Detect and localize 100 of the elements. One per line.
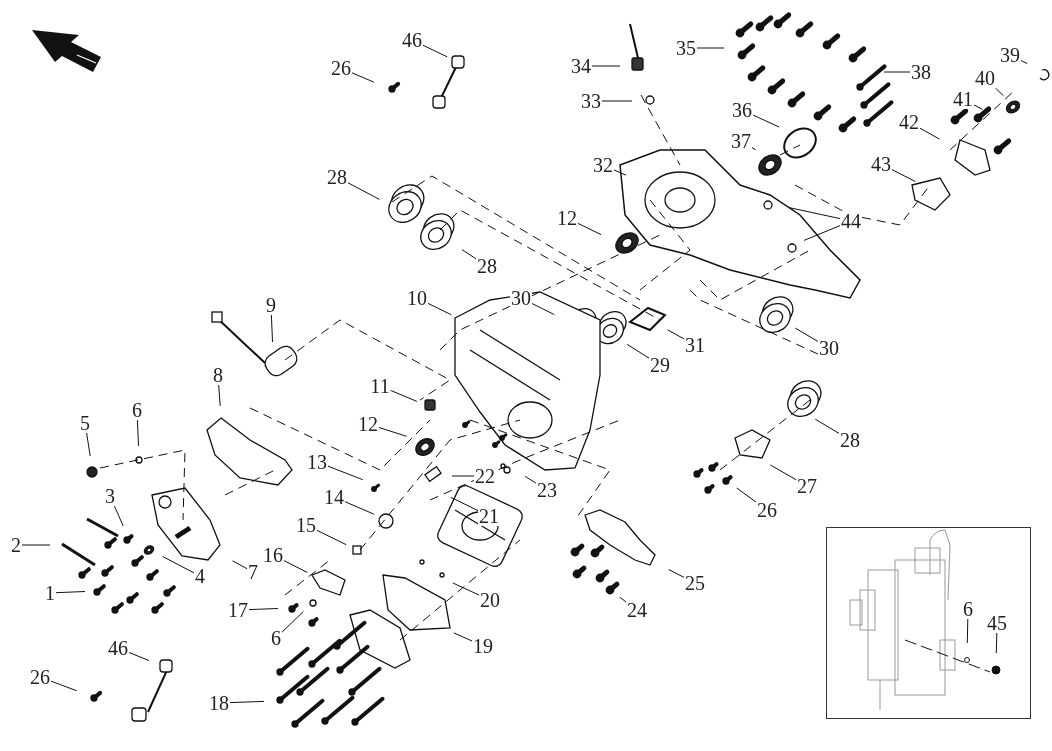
callout-number: 38	[910, 62, 932, 82]
leader-line	[803, 225, 841, 241]
leader-line	[769, 464, 797, 481]
leader-line	[422, 44, 448, 58]
leader-line	[601, 100, 633, 102]
leader-line	[696, 47, 725, 49]
callout-number: 15	[295, 515, 317, 535]
callout-number: 44	[840, 211, 862, 231]
callout-number: 39	[999, 45, 1021, 65]
leader-line	[327, 465, 364, 481]
callout-number: 20	[479, 590, 501, 610]
leader-line	[966, 618, 969, 644]
leader-line	[450, 496, 479, 512]
leader-line	[524, 475, 537, 484]
callout-number: 1	[44, 583, 56, 603]
callout-number: 31	[684, 335, 706, 355]
callout-number: 16	[262, 545, 284, 565]
leader-line	[736, 487, 757, 503]
leader-line	[316, 529, 347, 546]
leader-line	[378, 427, 408, 437]
callout-number: 12	[357, 414, 379, 434]
callout-number: 21	[478, 506, 500, 526]
callout-number: 28	[326, 167, 348, 187]
callout-number: 30	[510, 288, 532, 308]
leader-line	[270, 314, 273, 343]
callout-number: 5	[79, 413, 91, 433]
leader-line	[613, 169, 627, 176]
callout-number: 46	[401, 30, 423, 50]
callout-number: 17	[227, 600, 249, 620]
callout-number: 2	[10, 535, 22, 555]
callout-number: 9	[265, 295, 277, 315]
callout-number: 28	[476, 256, 498, 276]
callout-number: 4	[194, 566, 206, 586]
leader-line	[229, 700, 265, 704]
callout-number: 26	[330, 58, 352, 78]
callout-number: 6	[131, 400, 143, 420]
callout-number: 42	[898, 112, 920, 132]
leader-line	[591, 65, 621, 67]
leader-line	[973, 104, 983, 110]
leader-line	[1020, 60, 1028, 65]
leader-line	[136, 419, 139, 447]
leader-line	[994, 87, 1004, 97]
leader-line	[232, 560, 248, 570]
callout-number: 32	[592, 155, 614, 175]
leader-line	[452, 582, 480, 596]
leader-line	[128, 652, 150, 661]
callout-number: 26	[756, 500, 778, 520]
callout-number: 22	[474, 466, 496, 486]
leader-line	[668, 569, 685, 578]
callout-number: 18	[208, 693, 230, 713]
callout-number: 41	[952, 89, 974, 109]
leader-line	[626, 343, 650, 359]
leader-line	[752, 114, 780, 128]
callout-number: 3	[104, 486, 116, 506]
leader-line	[351, 72, 375, 83]
callout-number: 33	[580, 91, 602, 111]
callout-number: 35	[675, 38, 697, 58]
leader-line	[21, 544, 51, 546]
callout-number: 27	[796, 476, 818, 496]
callout-number: 8	[212, 365, 224, 385]
callout-number: 12	[556, 208, 578, 228]
callout-number: 30	[818, 338, 840, 358]
leader-line	[451, 475, 475, 477]
leader-line	[283, 560, 308, 573]
leader-line	[814, 418, 840, 434]
leader-line	[619, 596, 627, 603]
inset-frame	[826, 527, 1031, 719]
callout-number: 13	[306, 452, 328, 472]
callout-number: 37	[730, 131, 752, 151]
leader-line	[347, 182, 380, 200]
leader-line	[667, 329, 685, 340]
callout-number: 29	[649, 355, 671, 375]
leader-line	[453, 632, 473, 642]
callout-number: 40	[974, 68, 996, 88]
callout-number: 36	[731, 100, 753, 120]
leader-line	[113, 505, 124, 527]
leader-line	[751, 147, 757, 151]
callout-number: 28	[839, 430, 861, 450]
leader-line	[461, 249, 477, 260]
leader-line	[50, 680, 78, 692]
leader-line	[390, 389, 418, 402]
callout-number: 19	[472, 636, 494, 656]
callout-number: 45	[986, 613, 1008, 633]
leader-line	[883, 71, 911, 73]
callout-number: 26	[29, 667, 51, 687]
callout-number: 25	[684, 573, 706, 593]
callout-number: 46	[107, 638, 129, 658]
leader-line	[577, 222, 602, 236]
leader-line	[86, 432, 91, 457]
callout-number: 11	[369, 376, 391, 396]
leader-line	[281, 610, 304, 633]
leader-line	[218, 384, 221, 407]
leader-line	[995, 632, 998, 654]
leader-line	[794, 327, 819, 342]
leader-line	[248, 608, 279, 611]
leader-line	[427, 302, 452, 316]
callout-number: 24	[626, 600, 648, 620]
leader-line	[55, 591, 86, 594]
callout-number: 14	[323, 487, 345, 507]
callout-number: 7	[247, 562, 259, 582]
